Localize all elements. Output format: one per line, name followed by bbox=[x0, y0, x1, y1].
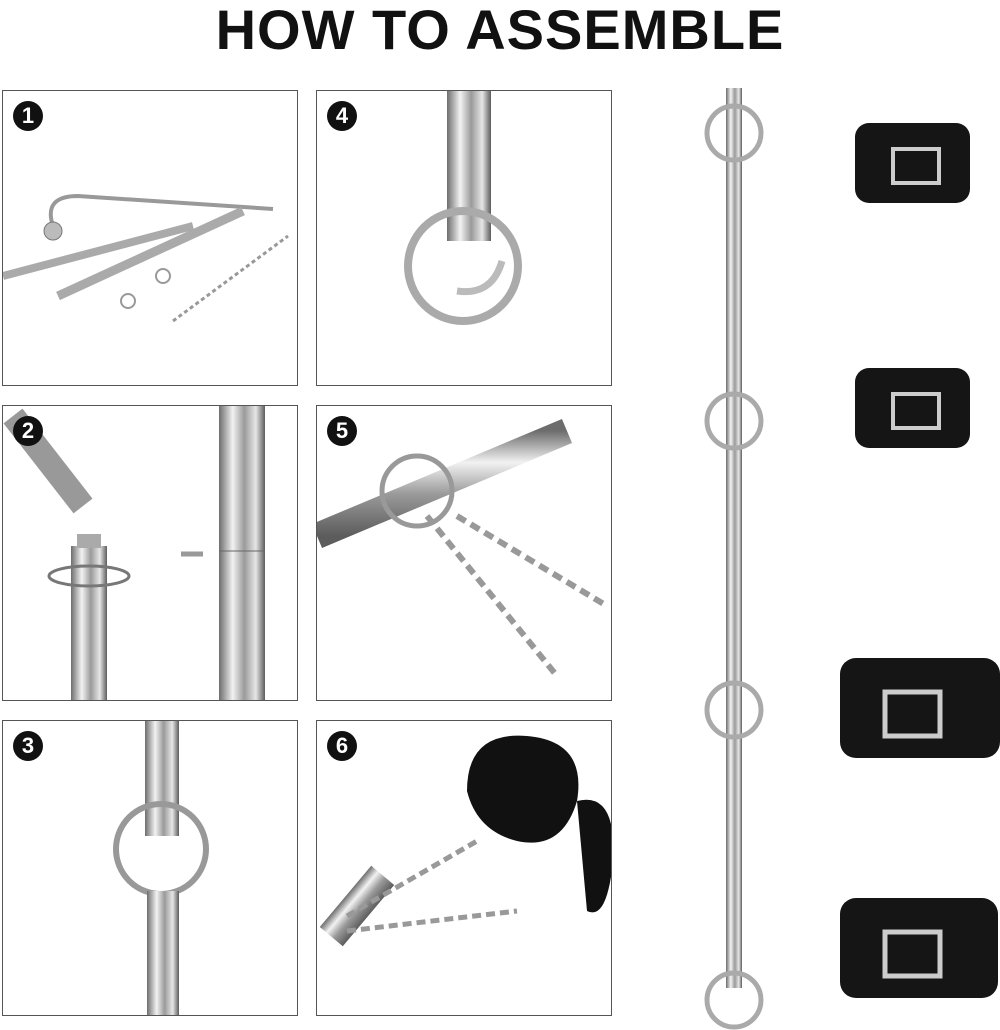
step-4-panel: 4 bbox=[316, 90, 612, 386]
spreader-bar bbox=[726, 88, 742, 988]
step-6-panel: 6 bbox=[316, 720, 612, 1016]
assembled-product-illustration bbox=[704, 88, 1000, 1030]
parts-illustration bbox=[3, 193, 289, 323]
ring bbox=[704, 103, 764, 163]
ring bbox=[704, 970, 764, 1030]
step-2-panel: 2 bbox=[2, 405, 298, 701]
step-number: 2 bbox=[13, 416, 43, 446]
cuff bbox=[840, 658, 1000, 758]
chain-attach-illustration bbox=[317, 419, 609, 678]
cuff bbox=[855, 368, 970, 448]
ring bbox=[704, 391, 764, 451]
step-number: 3 bbox=[13, 731, 43, 761]
step-number: 1 bbox=[13, 101, 43, 131]
page-title: HOW TO ASSEMBLE bbox=[215, 0, 785, 61]
cuff bbox=[855, 123, 970, 203]
screw-illustration bbox=[3, 406, 265, 700]
ring bbox=[704, 680, 764, 740]
step-number: 5 bbox=[327, 416, 357, 446]
step-number: 4 bbox=[327, 101, 357, 131]
step-number: 6 bbox=[327, 731, 357, 761]
step-5-panel: 5 bbox=[316, 405, 612, 701]
cuff bbox=[840, 898, 998, 998]
cuff-attach-illustration bbox=[319, 735, 611, 947]
step-3-panel: 3 bbox=[2, 720, 298, 1016]
ring-slide-illustration bbox=[404, 91, 522, 325]
ring-attach-illustration bbox=[113, 721, 209, 1015]
step-1-panel: 1 bbox=[2, 90, 298, 386]
